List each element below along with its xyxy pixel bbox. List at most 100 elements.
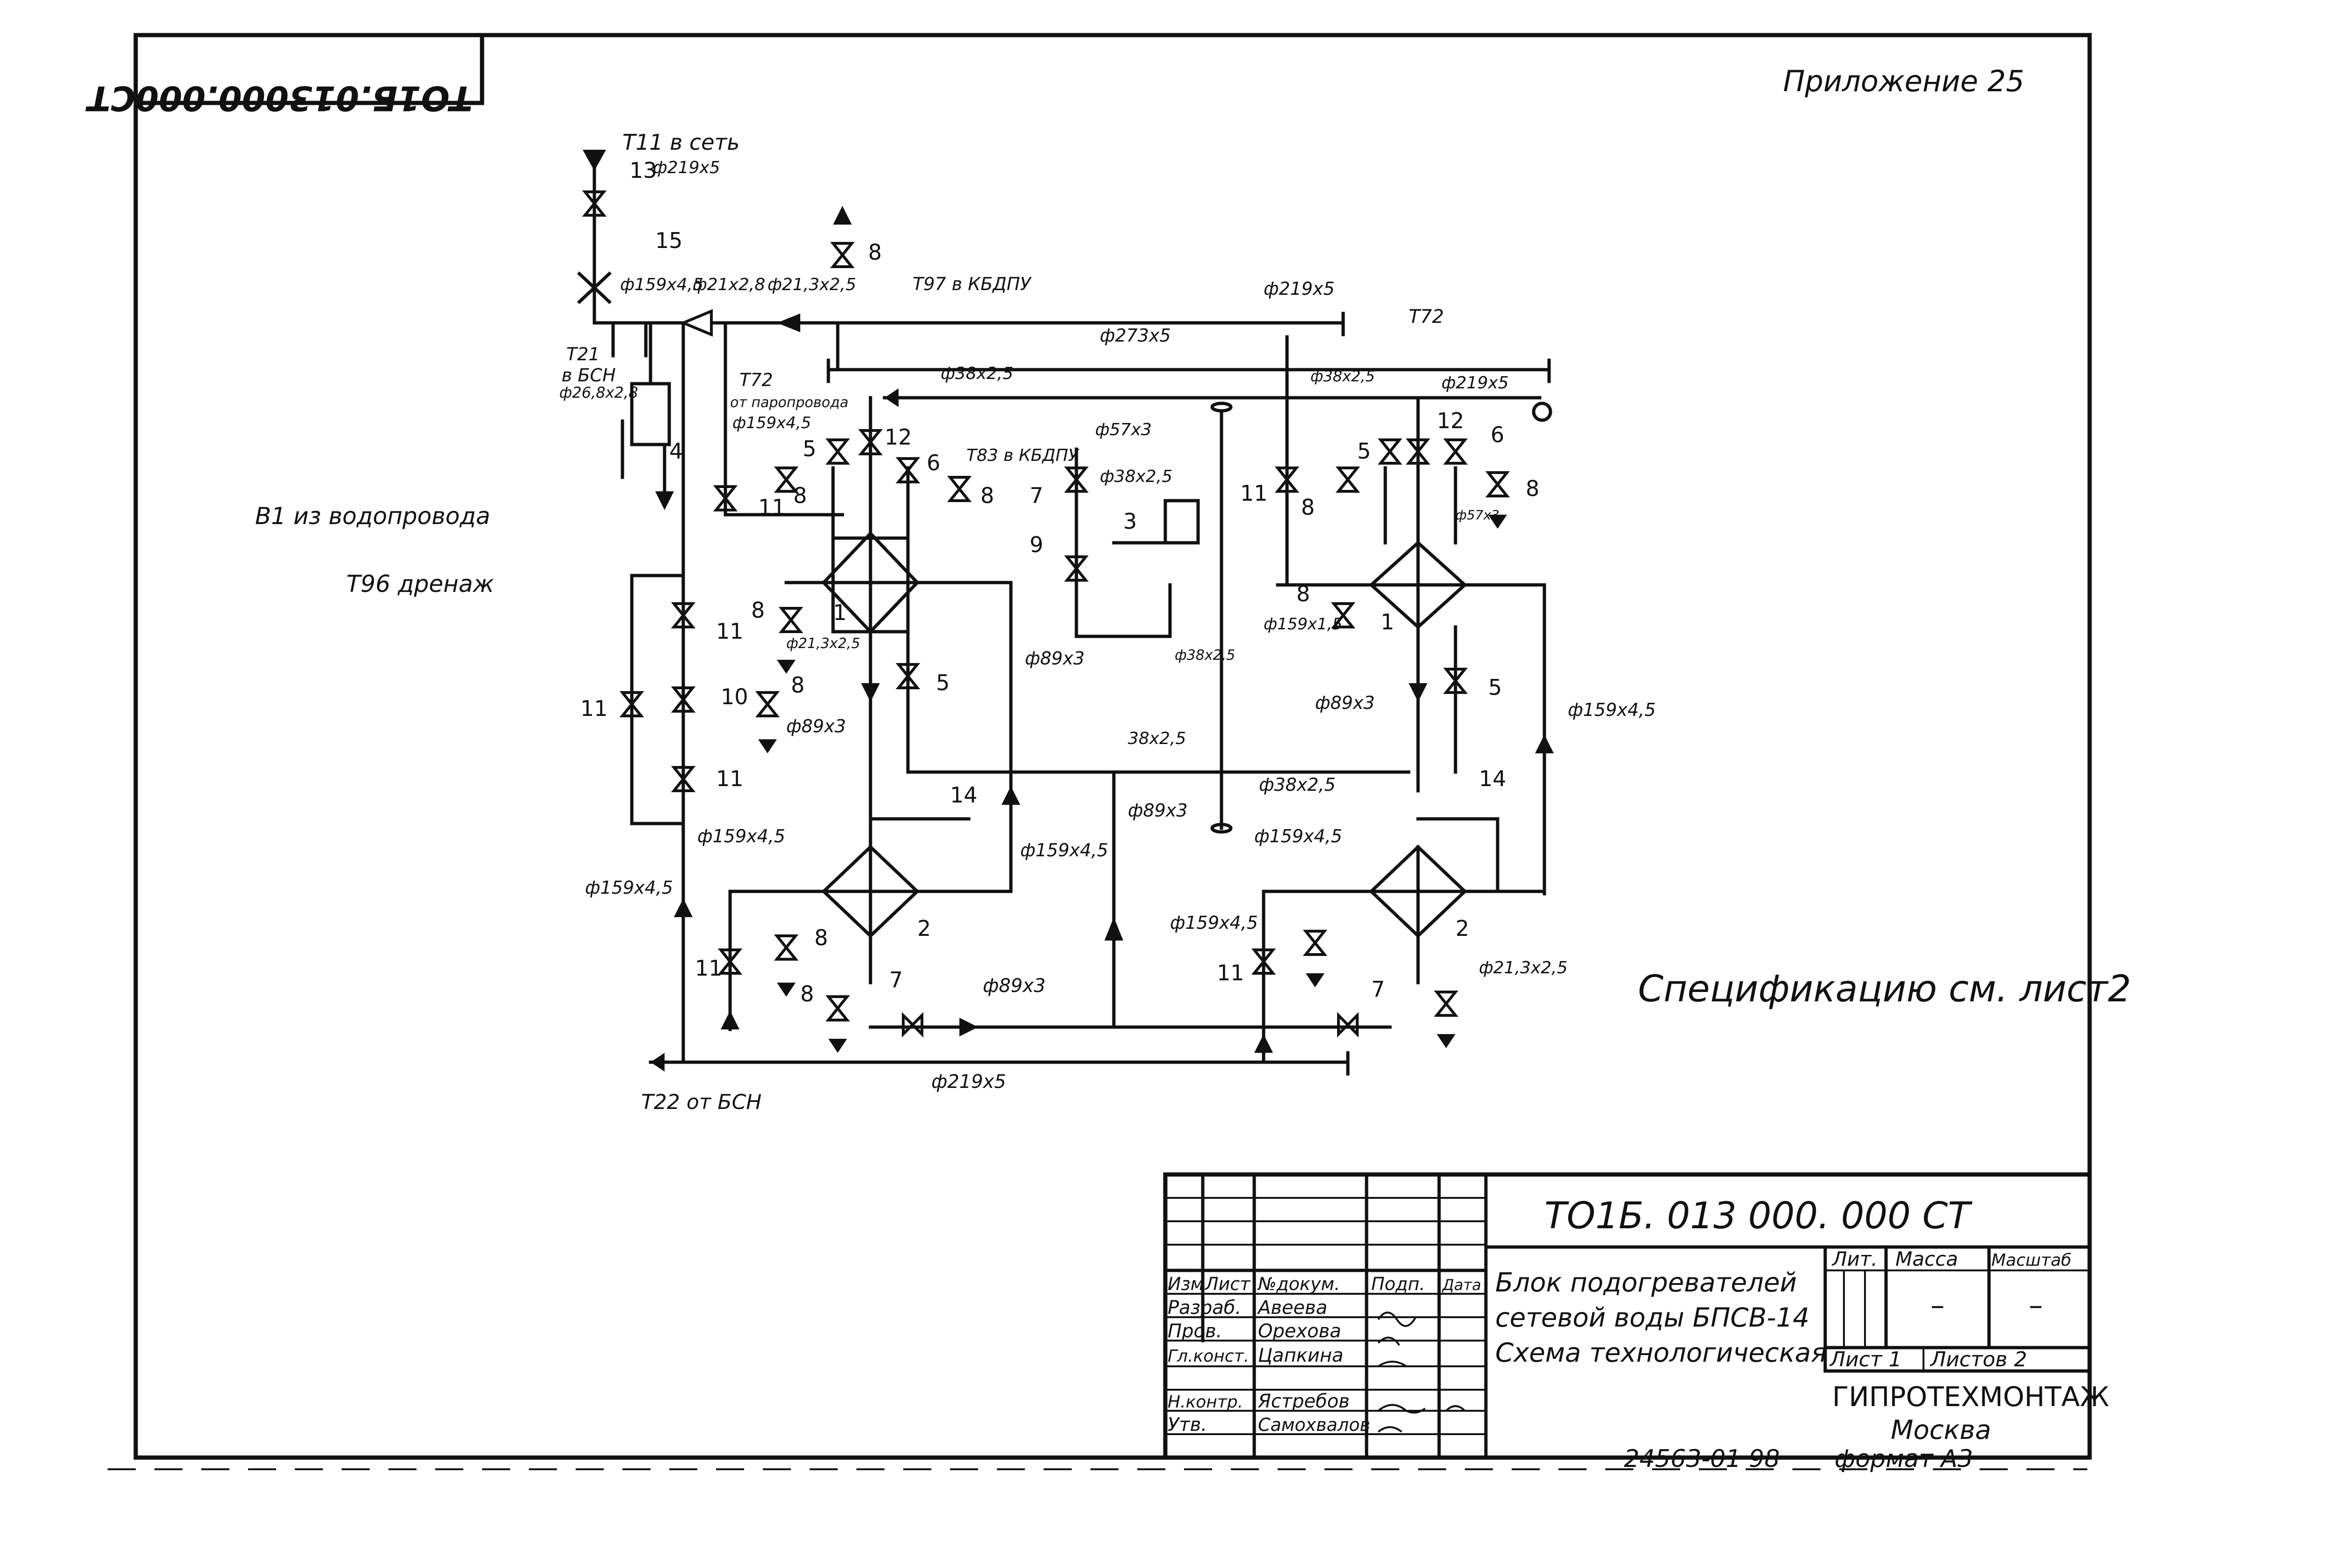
label-v-bsn: в БСН: [562, 365, 616, 386]
pos-13: 13: [629, 158, 657, 183]
label-d159-1-5: ф159х1,5: [1264, 615, 1342, 634]
pos-5-a: 5: [803, 436, 816, 461]
pos-4: 4: [669, 438, 683, 464]
pos-14-a: 14: [950, 782, 978, 808]
mirrored-stamp-box: [133, 33, 484, 105]
label-d89-d: ф89х3: [1128, 800, 1188, 821]
title-doc-code: ТО1Б. 013 000. 000 СТ: [1544, 1195, 1973, 1237]
role-approved: Утв.: [1168, 1414, 1207, 1436]
col-header-list: Лист: [1204, 1274, 1251, 1294]
label-d159-a: ф159х4,5: [697, 826, 785, 846]
pos-11-g: 11: [1217, 960, 1244, 985]
col-header-sign: Подп.: [1371, 1274, 1425, 1294]
specification-note: Спецификацию см. лист2: [1638, 968, 2131, 1010]
label-d38-mid: 38х2,5: [1128, 729, 1186, 748]
label-d38-top: ф38х2,5: [941, 364, 1013, 383]
label-d219-right: ф219х5: [1264, 278, 1335, 299]
role-developer: Разраб.: [1168, 1297, 1241, 1319]
label-d38-c: ф38х2,5: [1100, 467, 1172, 486]
flow-arrows: [674, 206, 1554, 1053]
label-d57: ф57х3: [1095, 420, 1152, 439]
pos-1-left: 1: [833, 600, 847, 625]
label-t21: Т21: [566, 344, 600, 365]
label-d219-r2: ф219х5: [1441, 373, 1509, 393]
label-d159-r: ф159х4,5: [1568, 700, 1656, 720]
pos-8-g: 8: [800, 981, 814, 1006]
label-ot-paroprovoda: от паропровода: [730, 394, 848, 411]
role-chief: Гл.конст.: [1168, 1347, 1249, 1366]
sheet-count: Листов 2: [1930, 1348, 2027, 1371]
pos-14-b: 14: [1479, 766, 1506, 791]
label-t96: Т96 дренаж: [346, 570, 494, 598]
pos-7-c: 7: [1371, 977, 1385, 1002]
mass-value: –: [1930, 1289, 1945, 1322]
pos-11-e: 11: [695, 955, 723, 981]
pos-1-right: 1: [1381, 609, 1394, 634]
pos-5-d: 5: [1488, 675, 1502, 700]
label-d57-r: ф57х3: [1455, 507, 1499, 523]
label-d21-l: ф21,3х2,5: [786, 635, 860, 652]
sheet-frame: [133, 33, 2092, 1460]
pos-11-d: 11: [716, 766, 744, 791]
name-approved: Самохвалов: [1258, 1415, 1370, 1435]
pos-2-left: 2: [917, 916, 931, 941]
label-d159-top: ф159х4,5: [620, 275, 703, 294]
pos-11-b: 11: [716, 619, 744, 644]
signatures-image: [1377, 1312, 1466, 1433]
valve-symbols: [582, 190, 1510, 1038]
title-block: [1163, 1172, 2092, 1460]
label-d21-a: ф21х2,8: [693, 275, 765, 294]
title-line-3: Схема технологическая: [1495, 1338, 1827, 1368]
label-d89-b: ф89х3: [786, 716, 846, 737]
col-header-date: Дата: [1441, 1276, 1481, 1294]
label-d38-b: ф38х2,5: [1310, 367, 1375, 385]
pos-8-e: 8: [791, 672, 804, 698]
label-d21-r: ф21,3х2,5: [1479, 958, 1568, 977]
pos-11-f: 11: [1240, 481, 1268, 506]
pos-8-h: 8: [1301, 495, 1315, 520]
role-checker: Пров.: [1168, 1320, 1222, 1342]
name-checker: Орехова: [1258, 1320, 1341, 1342]
label-d26: ф26,8х2,8: [559, 384, 638, 401]
name-norm-control: Ястребов: [1258, 1391, 1350, 1412]
pos-8-c: 8: [980, 483, 994, 508]
label-t97: Т97 в КБДПУ: [913, 274, 1032, 294]
role-norm-control: Н.контр.: [1168, 1393, 1243, 1412]
col-header-doc: №докум.: [1257, 1274, 1340, 1294]
pos-7-b: 7: [889, 967, 903, 992]
piping-lines: [577, 150, 1552, 1076]
pos-9: 9: [1030, 532, 1043, 557]
label-t11: Т11 в сеть: [622, 130, 739, 155]
pos-8-d: 8: [751, 598, 765, 623]
scale-value: –: [2029, 1289, 2043, 1322]
label-d159-b: ф159х4,5: [1020, 840, 1108, 861]
label-d21-b: ф21,3х2,5: [768, 275, 856, 294]
pos-11-c: 11: [580, 696, 608, 721]
label-d159-c: ф159х4,5: [585, 877, 673, 898]
label-d89-a: ф89х3: [1025, 648, 1085, 669]
label-d38-25: ф38х2,5: [1175, 647, 1235, 664]
label-t72-left: Т72: [739, 370, 773, 390]
label-d89-bottom: ф89х3: [983, 975, 1046, 997]
sheet-number: Лист 1: [1829, 1348, 1901, 1371]
label-d159-l2: ф159х4,5: [732, 414, 811, 432]
name-developer: Авеева: [1257, 1297, 1327, 1319]
pos-5-c: 5: [936, 670, 950, 695]
pos-3: 3: [1123, 509, 1137, 534]
appendix-label: Приложение 25: [1783, 64, 2024, 98]
pos-6-b: 6: [1491, 422, 1504, 447]
pos-5-b: 5: [1357, 438, 1371, 464]
label-d89-c: ф89х3: [1315, 693, 1375, 713]
label-d219-bottom: ф219х5: [931, 1071, 1006, 1093]
pos-8-b: 8: [793, 483, 807, 508]
pos-2-right: 2: [1455, 916, 1469, 941]
label-d159-e: ф159х4,5: [1170, 912, 1258, 933]
mirrored-stamp-code: ТО1Б.013000.000СТ: [85, 79, 473, 118]
pos-8-f: 8: [814, 925, 828, 950]
mass-label: Масса: [1895, 1247, 1958, 1270]
label-b1: В1 из водопровода: [255, 503, 490, 530]
pos-8-j: 8: [1526, 476, 1539, 501]
label-d159-d: ф159х4,5: [1254, 826, 1342, 846]
